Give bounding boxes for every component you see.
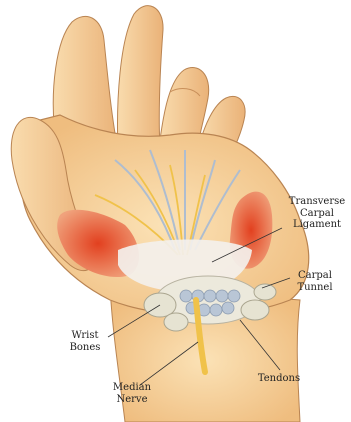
- transverse-carpal-ligament-label: Transverse Carpal Ligament: [282, 196, 351, 231]
- carpal-tunnel-label: Carpal Tunnel: [292, 270, 338, 293]
- median-nerve-label: Median Nerve: [108, 382, 156, 405]
- wrist-bones-label: Wrist Bones: [62, 330, 108, 353]
- tendons-label: Tendons: [248, 373, 310, 385]
- middle-finger: [118, 6, 164, 150]
